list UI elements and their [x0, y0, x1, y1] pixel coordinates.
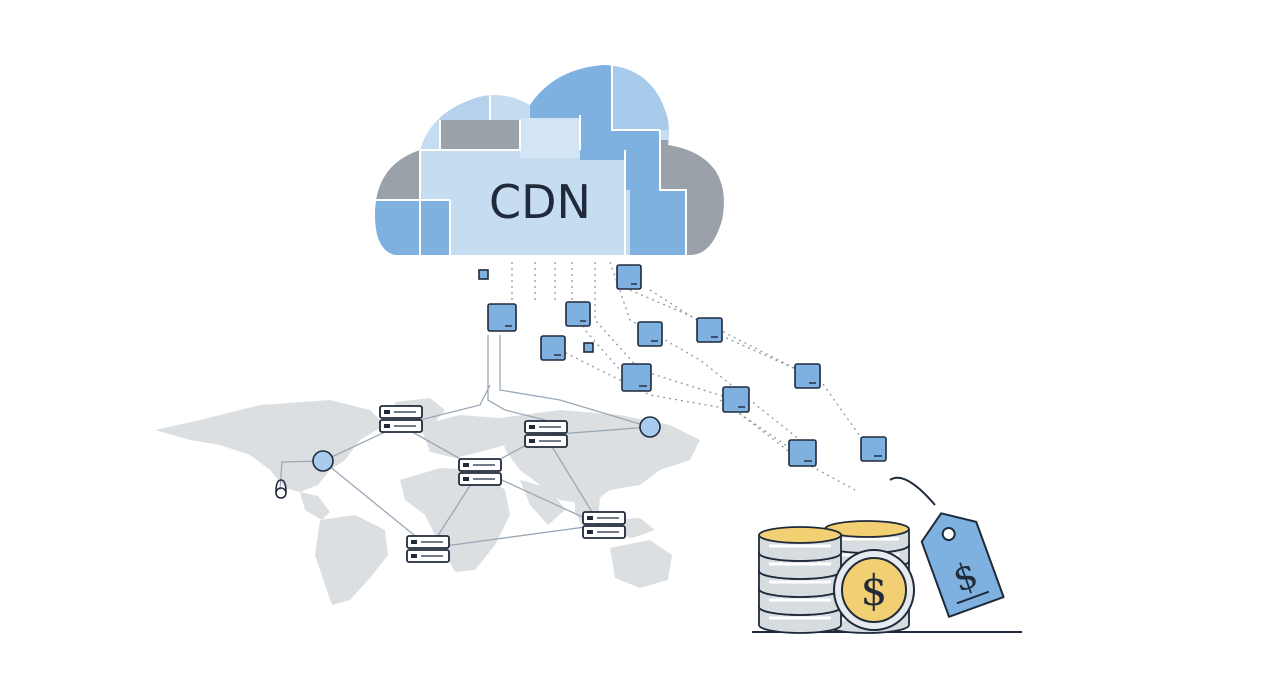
cloud-label: CDN: [489, 175, 591, 229]
coin-stack: [758, 526, 842, 634]
network-node-icon: [312, 450, 334, 472]
network-node-icon: [639, 416, 661, 438]
server-icon: [524, 420, 568, 448]
cloud-icon: CDN: [375, 65, 724, 255]
coin-dollar-symbol: $: [861, 566, 888, 615]
location-pin-icon: [275, 479, 287, 499]
data-packet-icon: [565, 301, 591, 327]
data-packet-icon: [788, 439, 817, 467]
server-icon: [458, 458, 502, 486]
data-packet-icon: [637, 321, 663, 347]
data-packets: [478, 264, 887, 467]
data-packet-icon: [794, 363, 821, 389]
data-packet-icon: [722, 386, 750, 413]
data-packet-icon: [478, 269, 489, 280]
data-packet-icon: [540, 335, 566, 361]
distribution-lines: [511, 261, 871, 491]
data-packet-icon: [621, 363, 652, 392]
network-nodes: [312, 416, 661, 472]
data-packet-marks: [505, 283, 882, 462]
server-icon: [582, 511, 626, 539]
server-icon: [406, 535, 450, 563]
data-packet-icon: [583, 342, 594, 353]
data-packet-icon: [860, 436, 887, 462]
dollar-coin-icon: $: [833, 549, 915, 631]
servers: [379, 405, 626, 563]
data-packet-icon: [696, 317, 723, 343]
data-packet-icon: [616, 264, 642, 290]
server-icon: [379, 405, 423, 433]
data-packet-icon: [487, 303, 517, 332]
price-tag-icon: $: [889, 476, 1005, 618]
